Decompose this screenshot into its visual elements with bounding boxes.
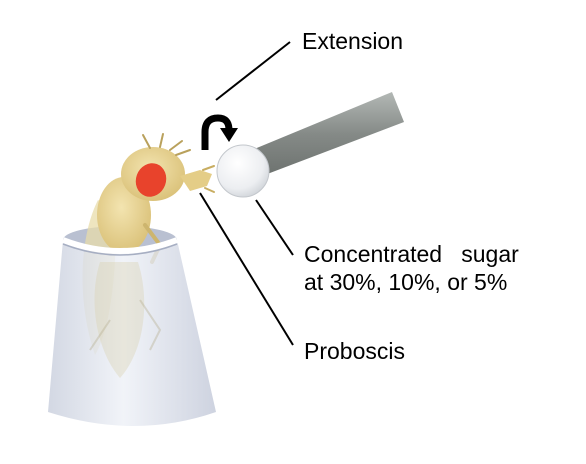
sugar-probe <box>216 92 404 198</box>
pipette-tube-front <box>48 237 216 426</box>
curved-arrow-icon <box>201 114 238 150</box>
fly-proboscis-tip <box>202 165 215 193</box>
sugar-drop <box>216 144 270 198</box>
fly-leg-silhouette <box>89 299 162 351</box>
fly-eye <box>135 163 167 197</box>
fly-proboscis <box>180 170 212 191</box>
fly-abdomen-silhouette <box>94 262 145 378</box>
tube-rim-shadow <box>62 243 178 256</box>
fly-bristles <box>142 133 191 156</box>
sugar-label-line2: at 30%, 10%, or 5% <box>304 269 508 295</box>
sugar-callout-line <box>255 199 294 256</box>
extension-label: Extension <box>302 28 404 54</box>
proboscis-label: Proboscis <box>304 338 405 364</box>
tube-cone <box>48 240 216 426</box>
extension-callout-line <box>215 41 291 101</box>
sugar-label-line1: Concentrated sugar <box>304 241 519 267</box>
probe-rod <box>252 92 404 176</box>
tube-front-rim <box>61 237 179 254</box>
proboscis-callout-line <box>199 192 294 346</box>
